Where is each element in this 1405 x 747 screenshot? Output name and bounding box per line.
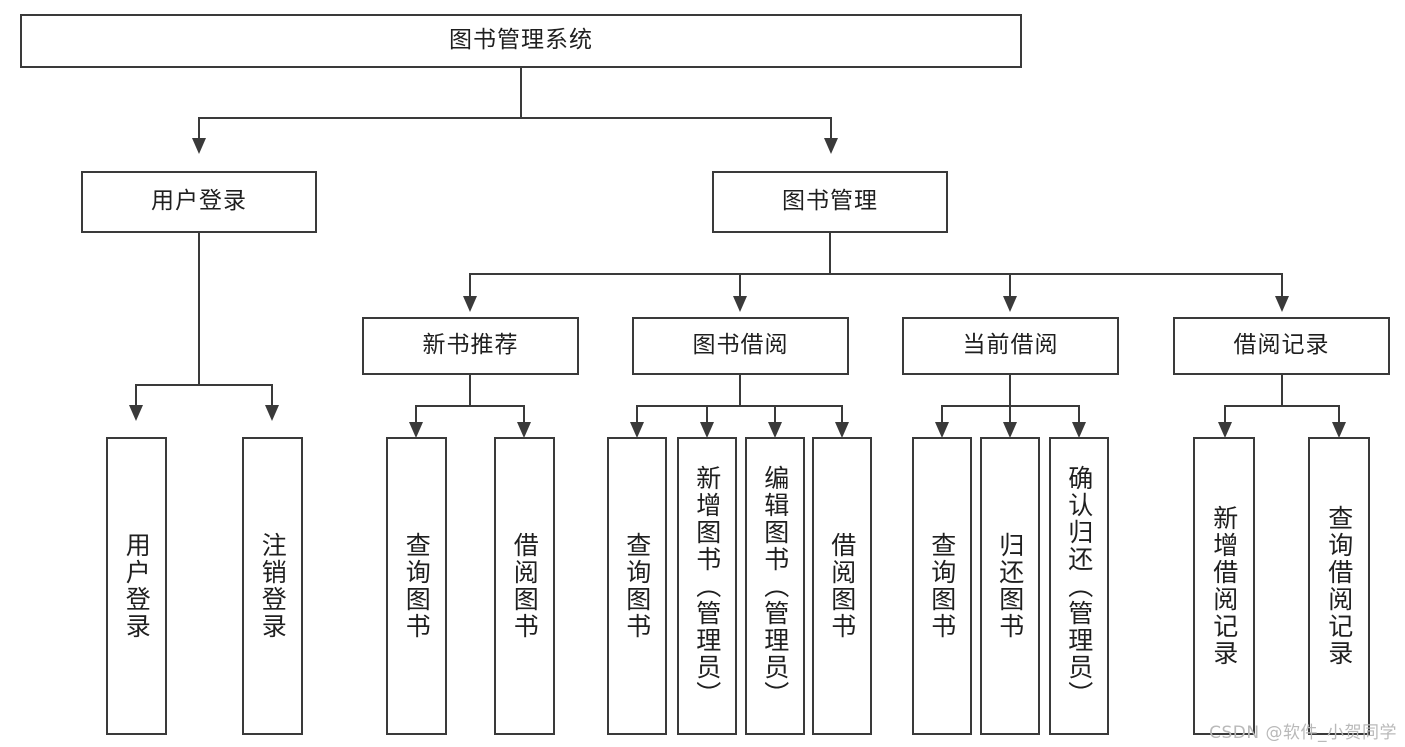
leaf-label: 新增图书（管理员） [692, 464, 722, 708]
connector-bb-drop-3 [774, 405, 776, 423]
connector-nbr-drop-2 [523, 405, 525, 423]
arrow-level3-book-borrow [733, 296, 747, 312]
leaf-label: 编辑图书（管理员） [760, 464, 790, 708]
leaf-logout-login[interactable]: 注销登录 [242, 437, 303, 735]
connector-book-borrow-bus [636, 405, 842, 407]
connector-user-login-stem [198, 233, 200, 385]
connector-cb-drop-2 [1009, 405, 1011, 423]
leaf-label: 借阅图书 [510, 532, 540, 640]
arrow-level3-current-borrow [1003, 296, 1017, 312]
connector-borrow-record-bus [1224, 405, 1339, 407]
node-borrow-record[interactable]: 借阅记录 [1173, 317, 1390, 375]
leaf-return-book[interactable]: 归还图书 [980, 437, 1040, 735]
arrow-cb-leaf-1 [935, 422, 949, 438]
connector-new-book-recommend-stem [469, 375, 471, 406]
node-current-borrow[interactable]: 当前借阅 [902, 317, 1119, 375]
leaf-edit-book[interactable]: 编辑图书（管理员） [745, 437, 805, 735]
connector-root-bus [198, 117, 832, 119]
leaf-label: 新增借阅记录 [1209, 505, 1239, 667]
leaf-borrow-book-2[interactable]: 借阅图书 [812, 437, 872, 735]
connector-bb-drop-1 [636, 405, 638, 423]
arrow-br-leaf-2 [1332, 422, 1346, 438]
connector-borrow-record-stem [1281, 375, 1283, 406]
arrow-level3-new-book-recommend [463, 296, 477, 312]
leaf-query-record[interactable]: 查询借阅记录 [1308, 437, 1370, 735]
connector-book-borrow-stem [739, 375, 741, 406]
leaf-label: 归还图书 [995, 532, 1025, 640]
connector-level3-drop-4 [1281, 273, 1283, 297]
leaf-label: 查询图书 [927, 532, 957, 640]
node-label: 新书推荐 [422, 332, 519, 359]
connector-book-management-stem [829, 233, 831, 274]
node-label: 用户登录 [151, 188, 247, 215]
connector-user-login-bus [135, 384, 272, 386]
leaf-label: 查询图书 [622, 532, 652, 640]
leaf-label: 用户登录 [122, 532, 152, 640]
connector-level3-bus [469, 273, 1283, 275]
connector-br-drop-2 [1338, 405, 1340, 423]
arrow-cb-leaf-2 [1003, 422, 1017, 438]
arrow-cb-leaf-3 [1072, 422, 1086, 438]
leaf-label: 查询图书 [402, 532, 432, 640]
connector-bb-drop-4 [841, 405, 843, 423]
leaf-label: 查询借阅记录 [1324, 505, 1354, 667]
node-new-book-recommend[interactable]: 新书推荐 [362, 317, 579, 375]
node-book-borrow[interactable]: 图书借阅 [632, 317, 849, 375]
connector-br-drop-1 [1224, 405, 1226, 423]
connector-user-login-drop-1 [135, 384, 137, 406]
leaf-user-login[interactable]: 用户登录 [106, 437, 167, 735]
arrow-level3-borrow-record [1275, 296, 1289, 312]
arrow-nbr-leaf-1 [409, 422, 423, 438]
leaf-query-book-1[interactable]: 查询图书 [386, 437, 447, 735]
connector-root-stem [520, 68, 522, 118]
node-user-login[interactable]: 用户登录 [81, 171, 317, 233]
leaf-label: 确认归还（管理员） [1064, 464, 1094, 708]
node-label: 图书借阅 [692, 332, 789, 359]
connector-root-to-book-management [830, 117, 832, 139]
arrow-nbr-leaf-2 [517, 422, 531, 438]
arrow-bb-leaf-2 [700, 422, 714, 438]
node-label: 借阅记录 [1233, 332, 1330, 359]
leaf-query-book-2[interactable]: 查询图书 [607, 437, 667, 735]
leaf-query-book-3[interactable]: 查询图书 [912, 437, 972, 735]
arrow-root-to-book-management [824, 138, 838, 154]
connector-level3-drop-1 [469, 273, 471, 297]
node-label: 图书管理 [782, 188, 878, 215]
arrow-root-to-user-login [192, 138, 206, 154]
node-label: 当前借阅 [962, 332, 1059, 359]
connector-level3-drop-3 [1009, 273, 1011, 297]
connector-nbr-drop-1 [415, 405, 417, 423]
arrow-bb-leaf-3 [768, 422, 782, 438]
leaf-add-record[interactable]: 新增借阅记录 [1193, 437, 1255, 735]
node-book-management-system[interactable]: 图书管理系统 [20, 14, 1022, 68]
connector-cb-drop-1 [941, 405, 943, 423]
connector-user-login-drop-2 [271, 384, 273, 406]
arrow-bb-leaf-4 [835, 422, 849, 438]
node-label: 图书管理系统 [449, 27, 593, 54]
connector-level3-drop-2 [739, 273, 741, 297]
leaf-add-book[interactable]: 新增图书（管理员） [677, 437, 737, 735]
node-book-management[interactable]: 图书管理 [712, 171, 948, 233]
connector-new-book-recommend-bus [415, 405, 524, 407]
arrow-br-leaf-1 [1218, 422, 1232, 438]
arrow-bb-leaf-1 [630, 422, 644, 438]
arrow-user-login-leaf-1 [129, 405, 143, 421]
connector-root-to-user-login [198, 117, 200, 139]
arrow-user-login-leaf-2 [265, 405, 279, 421]
connector-cb-drop-3 [1078, 405, 1080, 423]
connector-current-borrow-stem [1009, 375, 1011, 406]
leaf-confirm-return[interactable]: 确认归还（管理员） [1049, 437, 1109, 735]
leaf-label: 借阅图书 [827, 532, 857, 640]
leaf-borrow-book-1[interactable]: 借阅图书 [494, 437, 555, 735]
connector-bb-drop-2 [706, 405, 708, 423]
leaf-label: 注销登录 [258, 532, 288, 640]
